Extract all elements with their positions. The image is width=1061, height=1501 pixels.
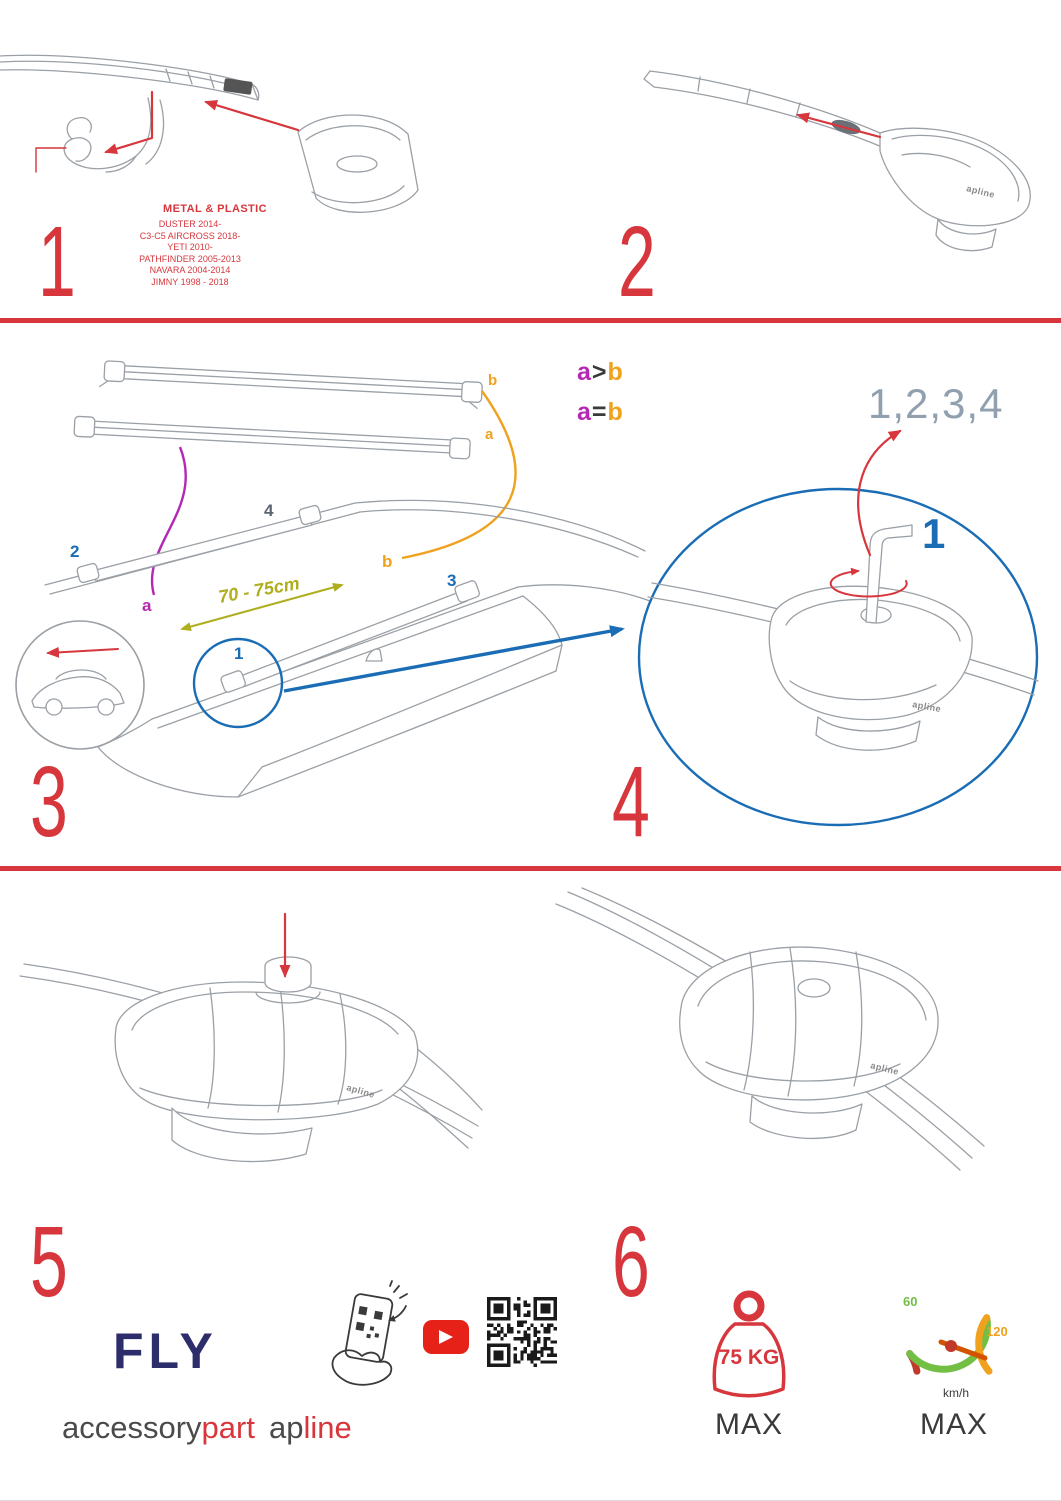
bar-label-a: a [485, 426, 494, 443]
step-5-number: 5 [30, 1206, 68, 1318]
model-item: C3-C5 AIRCROSS 2018- [139, 230, 241, 241]
model-item: DUSTER 2014- [158, 219, 222, 229]
brand-part: part [201, 1410, 255, 1445]
qr-code [487, 1297, 557, 1367]
material-label: METAL & PLASTIC [163, 203, 267, 215]
speed-120-label: 120 [986, 1324, 1008, 1339]
step-4-number: 4 [612, 746, 650, 858]
youtube-icon [423, 1320, 469, 1354]
curve-a [150, 446, 187, 596]
model-item: PATHFINDER 2005-2013 [139, 253, 241, 264]
step3-roof-illustration [15, 360, 651, 798]
roof-label-a: a [142, 596, 152, 615]
model-item: YETI 2010- [167, 242, 213, 252]
foot-position-3: 3 [447, 571, 457, 590]
curve-b [401, 390, 517, 560]
speed-unit-label: km/h [942, 1386, 969, 1400]
rule-a-equal-b: a=b [577, 398, 624, 426]
step-1-number: 1 [38, 206, 76, 318]
rotate-arrow [829, 567, 908, 598]
highlight-circle [192, 637, 284, 729]
apline-logo-patch [223, 78, 253, 95]
phone-scan-icon [331, 1280, 408, 1386]
max-weight-value: 75 KG [718, 1346, 780, 1369]
speedometer-icon [906, 1314, 993, 1375]
allen-key [865, 524, 913, 624]
red-arrow [796, 112, 882, 139]
red-arrow [104, 90, 154, 155]
brand-ap: ap [268, 1410, 304, 1445]
red-leader-line [35, 147, 67, 173]
red-arrow [46, 646, 119, 658]
weight-max-label: MAX [714, 1408, 783, 1441]
step6-mounted-illustration: apline [555, 887, 985, 1171]
speed-60-label: 60 [903, 1294, 918, 1309]
step1-clamp-illustration [0, 54, 419, 213]
weight-icon [712, 1290, 786, 1398]
product-name: FLY [113, 1323, 218, 1379]
crossbar-b [98, 360, 483, 409]
apline-mini-logo: apline [912, 699, 942, 714]
vehicle-model-list: DUSTER 2014- C3-C5 AIRCROSS 2018- YETI 2… [95, 219, 285, 288]
car-inset-circle [15, 620, 145, 750]
bar-label-b: b [488, 372, 498, 389]
brand-accessory: accessory [62, 1410, 202, 1445]
section-divider [0, 866, 1061, 871]
roof-label-b: b [382, 552, 393, 571]
measure-arrow [180, 606, 263, 631]
zoom-arrow [283, 625, 625, 693]
red-arrow [204, 99, 300, 132]
step-6-number: 6 [612, 1206, 650, 1318]
speed-max-label: MAX [919, 1408, 988, 1441]
zoom-circle [637, 487, 1039, 827]
brand-line: line [303, 1410, 352, 1445]
model-item: JIMNY 1998 - 2018 [151, 276, 229, 287]
red-arrow [857, 429, 902, 557]
foot-position-1: 1 [234, 644, 244, 663]
crossbar-a [73, 415, 471, 460]
first-foot-number: 1 [922, 510, 946, 557]
step5-knob-illustration: apline [19, 912, 483, 1163]
play-icon [439, 1330, 453, 1344]
foot-position-2: 2 [70, 542, 80, 561]
step-2-number: 2 [618, 206, 656, 318]
section-divider [0, 318, 1061, 323]
step2-bar-illustration: apline [643, 70, 1031, 252]
model-item: NAVARA 2004-2014 [149, 265, 231, 275]
step4-detail-illustration: apline [637, 429, 1039, 827]
step-3-number: 3 [30, 746, 68, 858]
tighten-sequence-label: 1,2,3,4 [868, 380, 1004, 427]
foot-position-4: 4 [264, 501, 274, 520]
rule-a-greater-b: a>b [577, 358, 624, 386]
